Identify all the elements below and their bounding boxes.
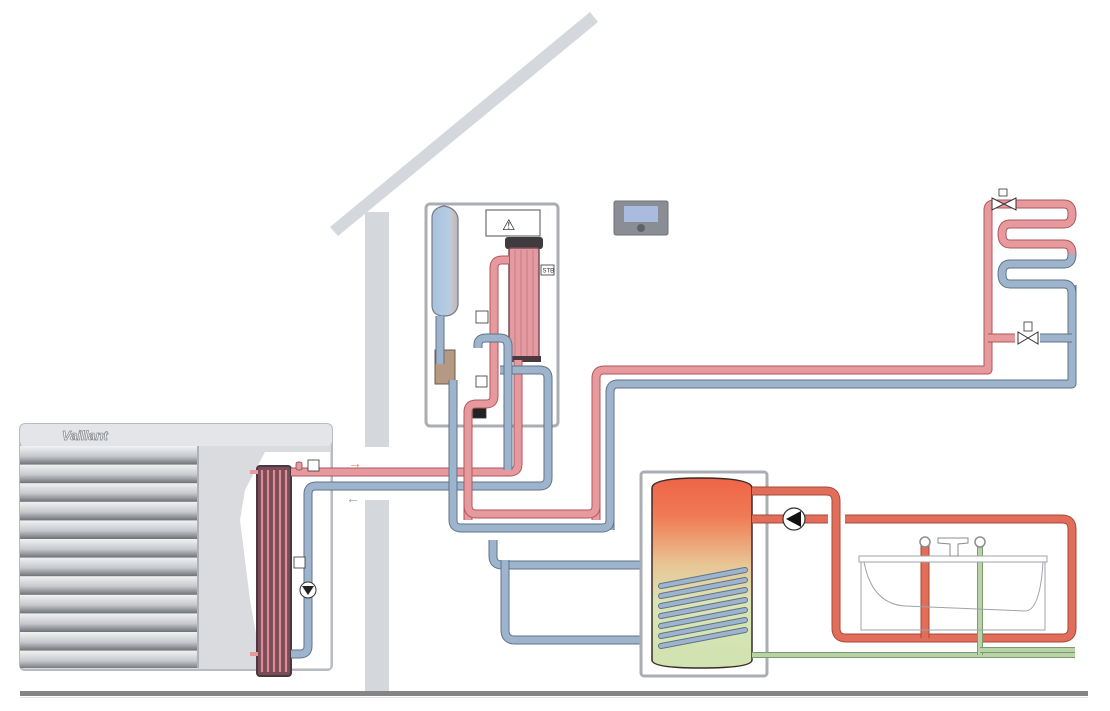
warning-icon: ⚠: [502, 217, 515, 234]
underfloor-heating-coil: [983, 199, 1077, 343]
house-wall-lower: [365, 500, 389, 692]
expansion-vessel: [431, 205, 459, 317]
vaillant-logo: Vaillant: [62, 428, 108, 443]
outdoor-unit-sensor-top: [295, 459, 320, 472]
stb-sensor-badge: [540, 264, 555, 276]
heat-exchanger: [250, 465, 292, 677]
bypass-valve: [1017, 321, 1039, 345]
outdoor-unit-pump: [299, 581, 317, 599]
outdoor-connection-pipes: [291, 360, 553, 659]
dhw-circulation-pump: [782, 507, 806, 531]
ground-line: [20, 691, 1088, 696]
bathtub-front: [860, 561, 1046, 631]
outdoor-unit-sensor-return: [293, 556, 306, 569]
controller-knob: [637, 224, 645, 232]
outdoor-unit-louvers: [20, 446, 198, 668]
house-wall-upper: [365, 212, 389, 447]
heating-circuit-pipes: [591, 210, 1077, 530]
hot-tap: [919, 536, 931, 548]
bath-spout: [937, 537, 969, 557]
bathtub-basin: [863, 561, 1044, 612]
outdoor-unit-top-band: [20, 424, 332, 446]
supply-flow-arrow: →: [348, 455, 362, 471]
ground-shadow: [20, 697, 1088, 698]
bathtub-rim: [858, 555, 1048, 563]
room-controller: [613, 200, 669, 236]
return-flow-arrow: ←: [346, 490, 360, 506]
roof-line: [330, 12, 598, 236]
thermostatic-valve-top: [991, 188, 1017, 211]
dhw-coil-pipes: [488, 540, 650, 645]
flow-sensor-icon: [475, 375, 488, 388]
backup-heater: [508, 247, 540, 359]
backup-heater-cap: [505, 237, 543, 249]
house-outline: [330, 12, 598, 692]
backup-heater-base: [507, 356, 541, 362]
controller-display: [624, 206, 658, 222]
warning-panel: [485, 209, 541, 237]
bathtub: [858, 536, 1048, 631]
stb-label: STB: [543, 269, 555, 275]
indoor-module-pipes: [435, 255, 615, 533]
dhw-cylinder: [639, 470, 769, 678]
cold-tap: [974, 536, 986, 548]
cold-water-pipes: [752, 544, 1075, 658]
pressure-sensor-icon: [475, 310, 489, 324]
